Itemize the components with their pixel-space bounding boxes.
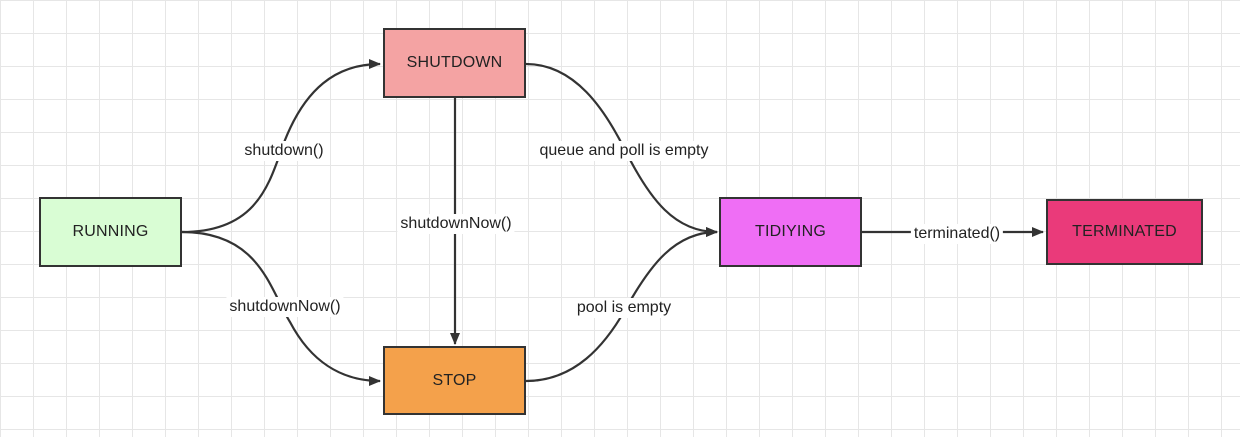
edge-label-terminated: terminated() xyxy=(910,224,1004,244)
node-tidiying-label: TIDIYING xyxy=(755,223,826,240)
edge-running-to-shutdown xyxy=(181,59,381,234)
edge-running-to-stop xyxy=(181,230,381,386)
node-terminated-label: TERMINATED xyxy=(1072,223,1177,240)
node-tidiying: TIDIYING xyxy=(719,197,862,267)
edge-label-shutdown-shutdownnow: shutdownNow() xyxy=(397,214,515,234)
node-stop-label: STOP xyxy=(432,371,477,389)
node-shutdown-label: SHUTDOWN xyxy=(406,54,503,71)
edge-label-shutdown: shutdown() xyxy=(241,141,327,161)
edge-label-pool-empty: pool is empty xyxy=(573,298,675,318)
node-stop: STOP xyxy=(383,346,526,415)
node-running: RUNNING xyxy=(39,197,182,267)
node-shutdown: SHUTDOWN xyxy=(383,28,526,98)
edge-label-running-shutdownnow: shutdownNow() xyxy=(226,297,344,317)
node-running-label: RUNNING xyxy=(72,223,149,240)
edge-label-queue-and-poll-empty: queue and poll is empty xyxy=(536,141,712,161)
node-terminated: TERMINATED xyxy=(1046,199,1203,265)
